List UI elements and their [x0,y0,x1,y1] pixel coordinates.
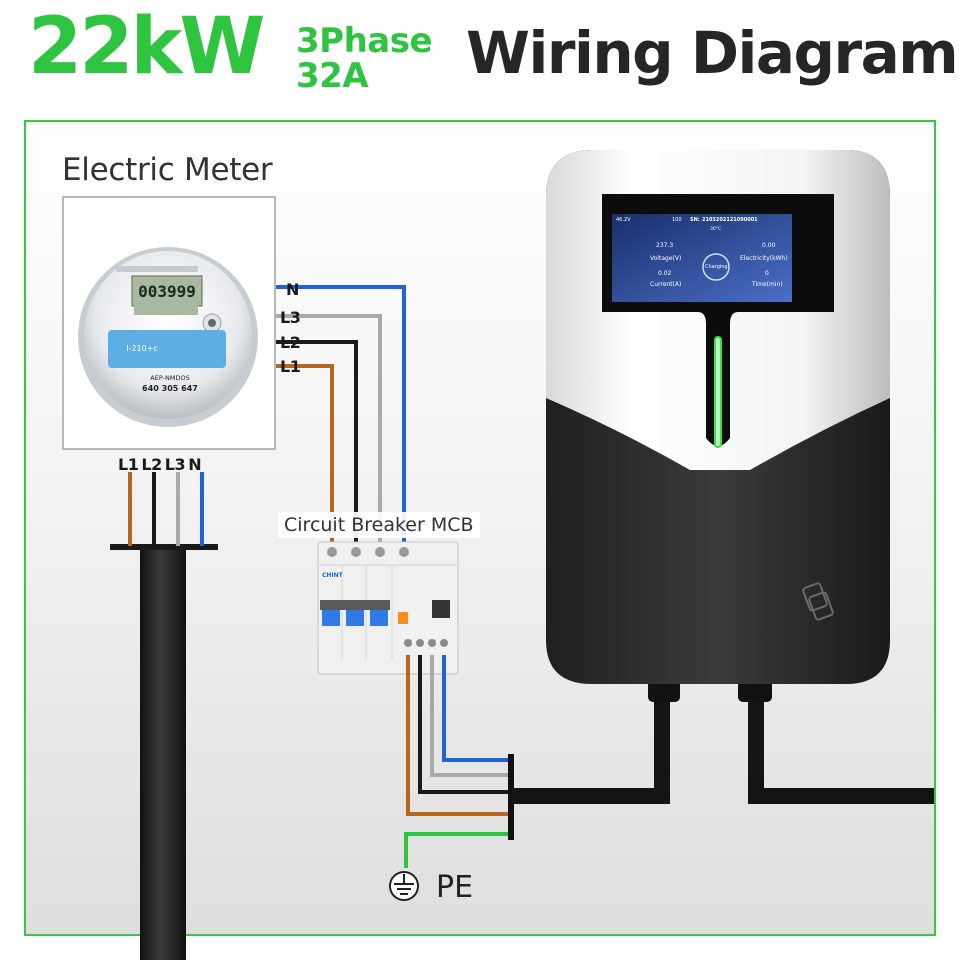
supply-phase-labels: L1 L2 L3 N [118,455,202,474]
terminal-label-l3: L3 [280,308,301,327]
voltage-label: Voltage(V) [650,255,682,262]
charger-gland-right [738,680,772,702]
meter-model: I-210+c [126,344,158,353]
breaker-output-wires [404,655,510,868]
ground-icon [389,871,419,901]
terminal-label-l2: L2 [280,333,301,352]
voltage-value: 237.3 [656,242,674,249]
time-label: Time(min) [752,281,783,288]
screen-top-mid: 100 [672,217,682,223]
charger-screen [612,214,792,302]
wire-n-to-charger [442,655,510,762]
mcb-toggle-1[interactable] [322,610,340,626]
wire-l3-to-mcb [276,314,382,548]
ev-charger [546,150,890,684]
charging-cable-out [748,690,934,804]
electric-meter: 003999 I-210+c AEP-NMDOS 640 305 647 [78,247,258,427]
charger-cables [512,690,934,804]
mcb-out-terminal-3 [428,639,436,647]
screen-sn-value: 2103202121090001 [702,217,758,223]
charging-status: Charging [705,264,728,270]
header: 22kW 3Phase 32A Wiring Diagram [0,0,960,118]
mcb-terminal-3 [375,547,385,557]
mcb-brand: CHINT [322,572,344,579]
wire-l1-to-charger [406,655,510,816]
charger-gland-left [648,680,680,702]
electricity-label: Electricity(kWh) [740,255,788,262]
wire-l3-to-charger [430,655,510,777]
rfid-icon [802,582,834,621]
current-label: Current(A) [650,281,682,288]
mcb-toggle-slot [320,600,390,610]
terminal-label-n: N [286,280,299,299]
meter-top-text [116,266,198,272]
status-led-highlight [716,338,720,446]
meter-nameplate [108,330,226,368]
meter-reading: 003999 [138,282,196,301]
meter-lcd [131,275,203,307]
meter-lcd-secondary [134,305,198,315]
supply-cable-to-charger [512,690,670,804]
circuit-breaker: CHINT [317,541,459,675]
mcb-out-terminal-1 [404,639,412,647]
meter-output-wires [276,285,406,548]
pe-label: PE [436,870,474,905]
wire-pe [404,832,510,868]
supply-cable [140,548,186,960]
mcb-out-terminal-4 [440,639,448,647]
wire-l1-to-mcb [276,364,334,548]
charging-status-ring [702,253,730,281]
mcb-qr-code [432,600,450,618]
wire-l2-to-mcb [276,340,358,548]
circuit-breaker-label: Circuit Breaker MCB [278,512,480,538]
mcb-terminal-2 [351,547,361,557]
wire-l2-to-charger [418,655,510,794]
meter-serial: 640 305 647 [142,384,198,393]
time-value: 0 [765,270,769,277]
mcb-toggle-3[interactable] [370,610,388,626]
mcb-out-terminal-2 [416,639,424,647]
power-rating: 22kW [28,2,265,92]
screen-sn-label: SN: [690,217,700,223]
diagram-title: Wiring Diagram [466,19,959,87]
mcb-toggle-2[interactable] [346,610,364,626]
electric-meter-label: Electric Meter [62,152,273,188]
screen-temp: 30°C [710,227,722,232]
cable-clamp [110,544,218,550]
meter-optical-port-dot [208,319,216,327]
phase-spec: 3Phase 32A [296,21,433,96]
rcd-test-button[interactable] [398,612,408,624]
phase-count: 3Phase [296,21,433,61]
mcb-terminal-4 [399,547,409,557]
meter-type-code: AEP-NMDOS [150,374,189,382]
electricity-value: 0.00 [762,242,776,249]
charger-cable-gland [508,754,514,840]
mcb-terminal-1 [327,547,337,557]
current-value: 0.02 [658,270,672,277]
supply-wires [128,472,204,546]
ground-symbol [389,871,419,901]
screen-top-left: 46.2V [616,217,631,223]
current-rating: 32A [296,56,369,96]
terminal-label-l1: L1 [280,357,301,376]
wire-n-to-mcb [276,285,406,548]
